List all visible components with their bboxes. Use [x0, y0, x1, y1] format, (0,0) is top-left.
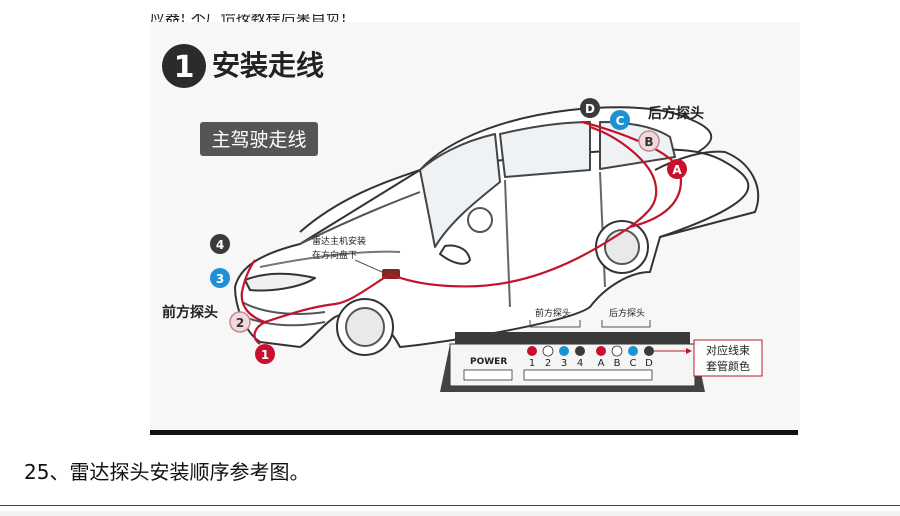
rear-sensor-A-label: A: [672, 163, 682, 177]
rear-sensor-D-label: D: [585, 102, 595, 116]
rear-sensor-C: C: [610, 110, 630, 130]
car-illustration: [234, 106, 760, 356]
installation-diagram: 1 安装走线 主驾驶走线: [150, 22, 800, 434]
port-label-A: A: [598, 358, 605, 369]
radar-host-box: 前方探头 后方探头 POWER 1 2 3 4 A B C D: [440, 307, 763, 392]
figure-bottom-rule: [150, 430, 798, 435]
rear-sensors-label: 后方探头: [648, 105, 704, 122]
next-page-edge: [0, 511, 900, 516]
port-label-3: 3: [561, 358, 567, 369]
host-note-line1: 雷达主机安装: [312, 235, 366, 247]
wire-color-note-line2: 套管颜色: [706, 359, 750, 373]
rear-sensor-B-label: B: [644, 135, 653, 149]
front-sensor-3-label: 3: [216, 272, 224, 286]
port-label-1: 1: [529, 358, 535, 369]
front-sensor-2-label: 2: [236, 316, 244, 330]
step-number: 1: [174, 50, 195, 85]
front-sensor-4: 4: [210, 234, 230, 254]
port-label-D: D: [645, 358, 653, 369]
rear-sensor-A: A: [667, 159, 687, 179]
page-divider: [0, 505, 900, 506]
host-note-line2: 在方向盘下: [312, 249, 357, 261]
host-power-label: POWER: [470, 357, 507, 367]
rear-sensor-B: B: [638, 130, 660, 152]
figure-caption: 25、雷达探头安装顺序参考图。: [24, 460, 310, 484]
driver-route-label: 主驾驶走线: [211, 129, 306, 151]
front-sensor-1: 1: [255, 344, 275, 364]
step-number-badge: [162, 44, 206, 88]
driver-route-label-box: [200, 122, 318, 156]
host-note-pointer: [354, 259, 383, 273]
installation-diagram-svg: 1 安装走线 主驾驶走线: [162, 44, 763, 392]
host-front-group-label: 前方探头: [535, 307, 571, 319]
port-label-2: 2: [545, 358, 551, 369]
front-sensor-4-label: 4: [216, 238, 224, 252]
wire-color-note-line1: 对应线束: [706, 343, 750, 357]
front-sensor-1-label: 1: [261, 348, 269, 362]
host-rear-group-label: 后方探头: [609, 307, 645, 319]
front-sensors-label: 前方探头: [162, 304, 218, 321]
rear-sensor-C-label: C: [616, 114, 625, 128]
port-label-4: 4: [577, 358, 583, 369]
port-label-C: C: [630, 358, 637, 369]
front-sensor-3: 3: [210, 268, 230, 288]
front-sensor-2: 2: [229, 311, 251, 333]
step-title: 安装走线: [212, 49, 324, 82]
rear-sensor-D: D: [580, 98, 600, 118]
port-label-B: B: [614, 358, 621, 369]
